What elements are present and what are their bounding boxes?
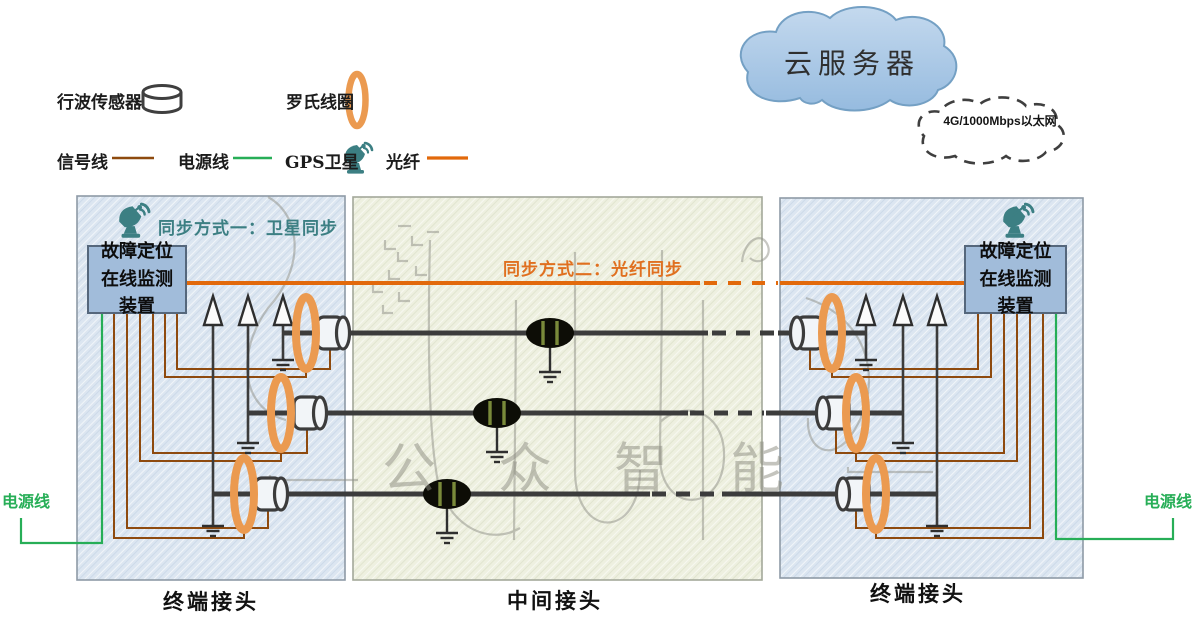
ethernet-cloud-shape bbox=[917, 96, 1066, 165]
right-panel-caption: 终端接头 bbox=[870, 581, 966, 606]
power-line-right bbox=[1054, 314, 1175, 541]
signal-lines-left bbox=[113, 314, 331, 539]
cloud-server-shape bbox=[739, 5, 958, 112]
middle-joint-panel bbox=[352, 196, 763, 581]
rogowski-coils bbox=[230, 293, 890, 534]
sync-method-1-label: 同步方式一：卫星同步 bbox=[158, 219, 338, 239]
power-line-label-right: 电源线 bbox=[1144, 492, 1193, 511]
fault-location-monitor-right: 故障定位在线监测装置 bbox=[964, 241, 1067, 317]
legend-rogowski-coil: 罗氏线圈 bbox=[286, 93, 354, 113]
legend-gps-satellite: GPS卫星 bbox=[285, 153, 359, 173]
power-line-left bbox=[19, 314, 104, 545]
legend-optical-fiber: 光纤 bbox=[386, 153, 420, 173]
intermediate-joints bbox=[423, 318, 574, 545]
power-line-label-left: 电源线 bbox=[2, 492, 51, 511]
legend-power-line: 电源线 bbox=[178, 153, 229, 173]
fault-location-monitor-left: 故障定位在线监测装置 bbox=[87, 241, 187, 317]
joint-body bbox=[423, 318, 574, 509]
middle-panel-caption: 中间接头 bbox=[507, 588, 603, 613]
legend-traveling-wave-sensor: 行波传感器 bbox=[57, 93, 142, 113]
watermark-script-strokes bbox=[246, 196, 933, 541]
watermark-text: 公众智能 bbox=[382, 437, 846, 500]
termination-stubs bbox=[211, 325, 939, 526]
ethernet-label: 4G/1000Mbps以太网 bbox=[943, 114, 1057, 128]
rogowski-coil-icon bbox=[345, 70, 369, 130]
left-panel-caption: 终端接头 bbox=[163, 589, 259, 614]
traveling-wave-sensor-icon bbox=[141, 84, 183, 114]
legend-signal-line: 信号线 bbox=[57, 153, 108, 173]
sync-method-2-label: 同步方式二：光纤同步 bbox=[503, 260, 683, 280]
cloud-server-label: 云服务器 bbox=[784, 47, 921, 80]
